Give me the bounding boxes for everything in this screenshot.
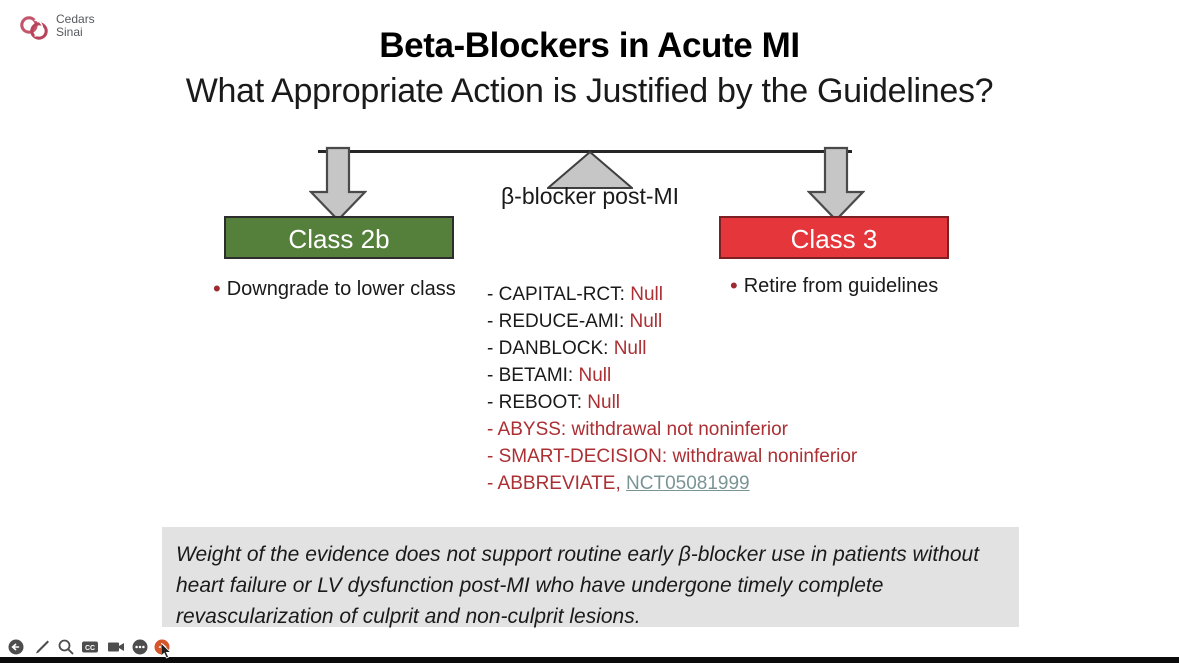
trial-name: - BETAMI:	[487, 365, 579, 386]
trial-row: - SMART-DECISION: withdrawal noninferior	[487, 443, 907, 470]
trial-row: - REDUCE-AMI: Null	[487, 308, 907, 335]
trial-result: Null	[613, 338, 647, 359]
trial-row: - BETAMI: Null	[487, 362, 907, 389]
class-2b-box: Class 2b	[224, 216, 454, 259]
back-arrow-icon[interactable]	[6, 638, 26, 656]
trial-row: - REBOOT: Null	[487, 389, 907, 416]
ellipsis-icon[interactable]	[130, 638, 150, 656]
trial-result: Null	[630, 284, 663, 305]
player-toolbar[interactable]: CC	[0, 636, 1179, 658]
trial-name: - CAPITAL-RCT:	[487, 284, 631, 305]
bullet-retire: •Retire from guidelines	[730, 274, 938, 298]
trial-result: Null	[578, 365, 612, 386]
video-camera-icon[interactable]	[106, 638, 126, 656]
trial-name: - ABYSS: withdrawal not noninferior	[487, 419, 788, 440]
fulcrum-label: β-blocker post-MI	[500, 183, 680, 209]
trial-registry-link[interactable]: NCT05081999	[626, 473, 750, 494]
logo-line-2: Sinai	[56, 25, 83, 39]
trial-results-list: - CAPITAL-RCT: Null- REDUCE-AMI: Null- D…	[487, 281, 907, 497]
bullet-downgrade: •Downgrade to lower class	[213, 277, 456, 301]
cedars-sinai-logo: Cedars Sinai	[18, 12, 138, 48]
trial-result: Null	[587, 392, 621, 413]
class-3-box: Class 3	[719, 216, 949, 259]
bullet-retire-label: Retire from guidelines	[743, 275, 939, 297]
conclusion-box: Weight of the evidence does not support …	[162, 527, 1019, 628]
search-icon[interactable]	[56, 638, 76, 656]
trial-name: - SMART-DECISION: withdrawal noninferior	[487, 446, 858, 467]
trial-row: - CAPITAL-RCT: Null	[487, 281, 907, 308]
slide-title: Beta-Blockers in Acute MI	[379, 26, 800, 65]
trial-name: - REBOOT:	[487, 392, 588, 413]
slide-subtitle: What Appropriate Action is Justified by …	[185, 72, 994, 110]
bullet-dot-icon: •	[213, 276, 221, 301]
down-arrow-left-icon	[309, 146, 367, 222]
trial-name: - REDUCE-AMI:	[487, 311, 630, 332]
down-arrow-right-icon	[807, 146, 865, 222]
logo-line-1: Cedars	[56, 12, 95, 26]
trial-result: Null	[629, 311, 663, 332]
bullet-dot-icon: •	[730, 273, 738, 298]
conclusion-text: Weight of the evidence does not support …	[176, 543, 980, 628]
balance-beam	[318, 150, 852, 153]
closed-caption-icon[interactable]: CC	[80, 638, 100, 656]
trial-row: - ABBREVIATE, NCT05081999	[487, 470, 907, 497]
trial-name: - DANBLOCK:	[487, 338, 614, 359]
mouse-cursor-icon	[161, 643, 172, 659]
trial-row: - DANBLOCK: Null	[487, 335, 907, 362]
svg-text:CC: CC	[85, 645, 95, 652]
trial-name: - ABBREVIATE,	[487, 473, 627, 494]
pencil-icon[interactable]	[32, 638, 52, 656]
bullet-downgrade-label: Downgrade to lower class	[226, 278, 456, 300]
trial-row: - ABYSS: withdrawal not noninferior	[487, 416, 907, 443]
cedars-sinai-mark-icon	[20, 16, 48, 40]
bottom-black-bar	[0, 657, 1179, 663]
fulcrum-triangle-icon	[547, 151, 633, 189]
